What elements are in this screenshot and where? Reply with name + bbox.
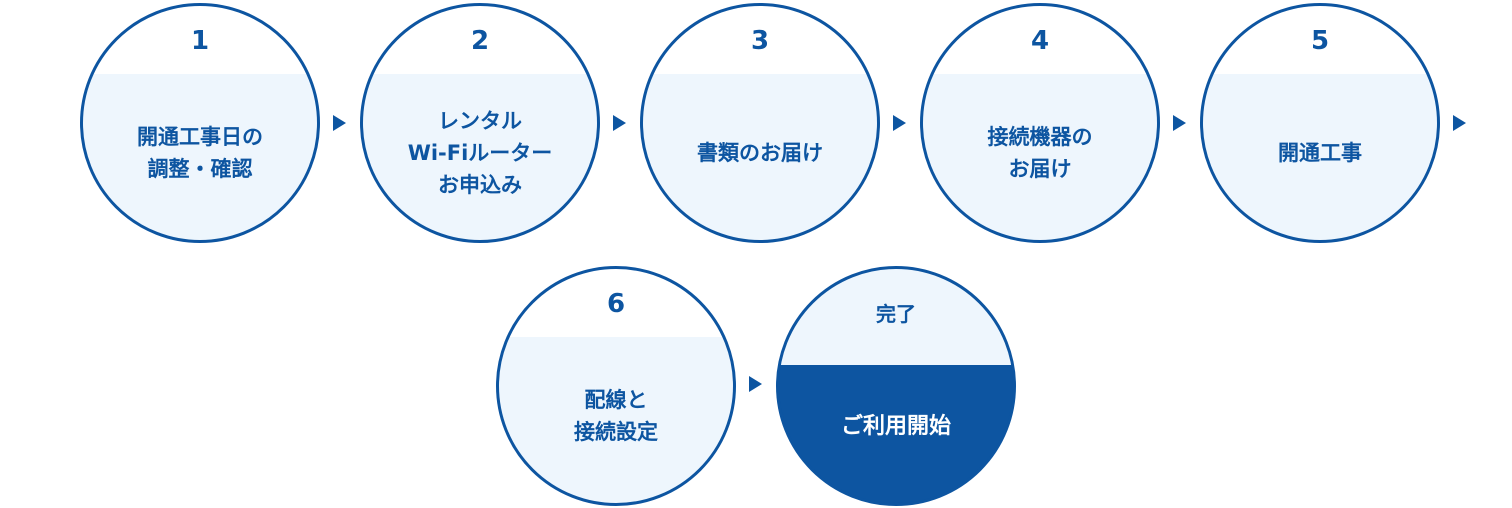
step-complete-heading: 完了 <box>876 302 916 326</box>
step-complete: 完了 ご利用開始 <box>776 266 1016 506</box>
step-1: 1 開通工事日の 調整・確認 <box>80 3 320 243</box>
step-label: レンタル Wi-Fiルーター お申込み <box>407 109 553 197</box>
step-label: 書類のお届け <box>697 141 823 165</box>
triangle-right-icon <box>1453 115 1466 131</box>
step-label: 開通工事 <box>1278 141 1362 165</box>
step-label: 接続機器の お届け <box>987 125 1093 181</box>
step-number: 2 <box>470 26 490 56</box>
step-number: 1 <box>190 26 210 56</box>
step-6: 6 配線と 接続設定 <box>496 266 736 506</box>
step-number: 3 <box>750 26 770 56</box>
step-4: 4 接続機器の お届け <box>920 3 1160 243</box>
triangle-right-icon <box>1173 115 1186 131</box>
step-number: 6 <box>606 289 626 319</box>
step-label: 配線と 接続設定 <box>574 388 658 444</box>
triangle-right-icon <box>333 115 346 131</box>
step-label: ご利用開始 <box>840 414 951 439</box>
step-label: 開通工事日の 調整・確認 <box>137 125 263 181</box>
step-number: 4 <box>1030 26 1050 56</box>
step-number: 5 <box>1310 26 1330 56</box>
step-2: 2 レンタル Wi-Fiルーター お申込み <box>360 3 600 243</box>
step-5: 5 開通工事 <box>1200 3 1440 243</box>
triangle-right-icon <box>613 115 626 131</box>
step-3: 3 書類のお届け <box>640 3 880 243</box>
triangle-right-icon <box>749 376 762 392</box>
triangle-right-icon <box>893 115 906 131</box>
